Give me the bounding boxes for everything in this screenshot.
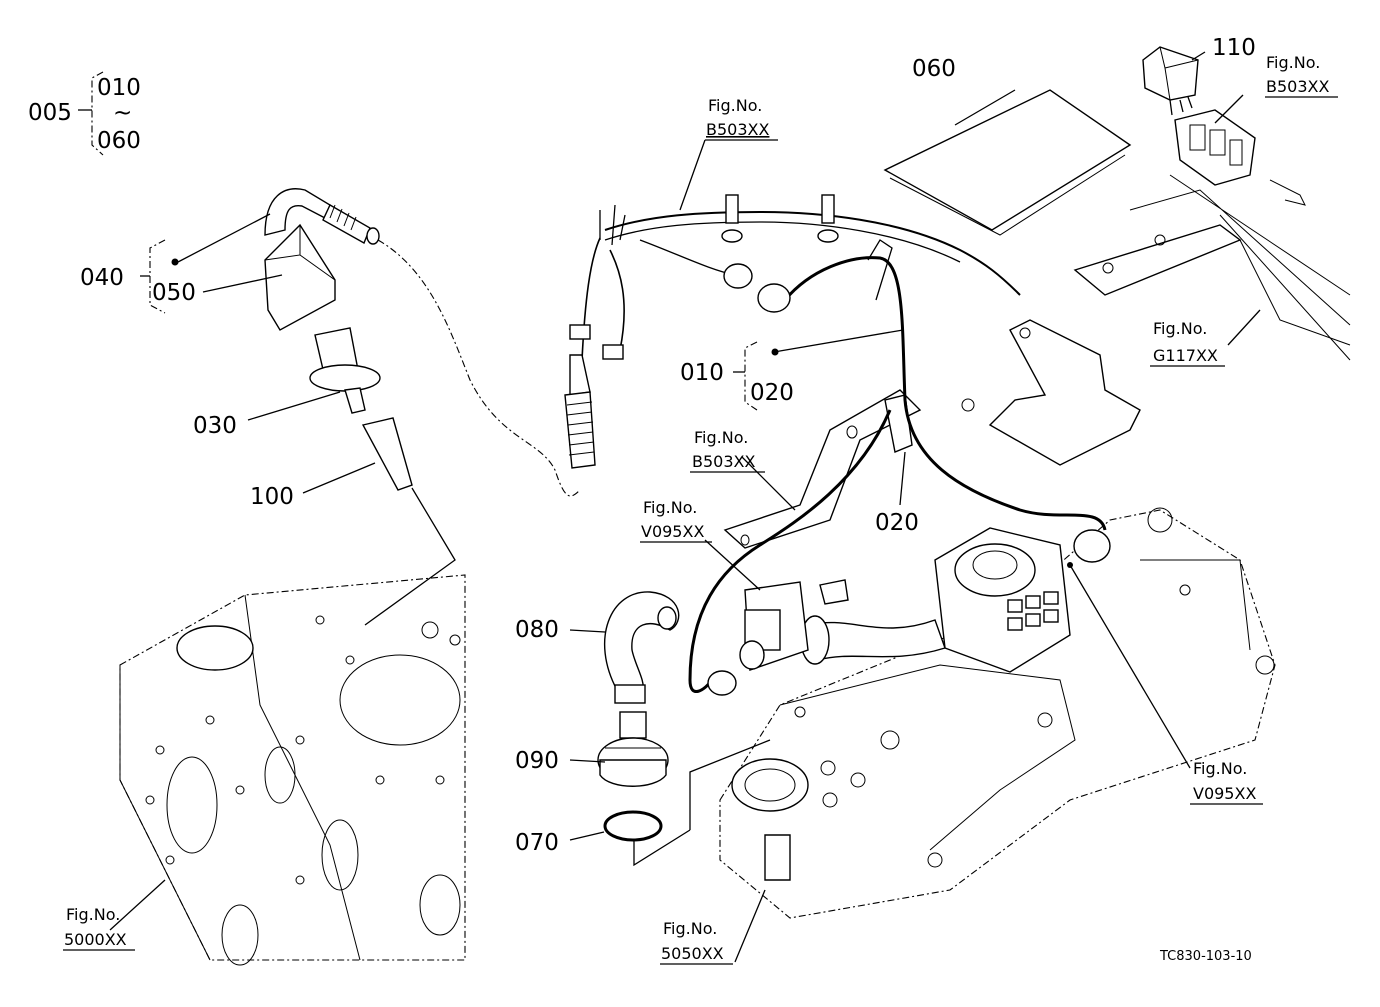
- thermostat-090: [597, 711, 669, 787]
- label-010: 010: [680, 360, 724, 386]
- sensor-wire: [688, 239, 1111, 696]
- sensor-module: [934, 527, 1071, 673]
- instruction-sheet-060: [883, 89, 1132, 236]
- fig-ref-b503xx-1[interactable]: B503XX: [706, 120, 769, 139]
- relay-socket: [1174, 109, 1256, 186]
- label-060: 060: [912, 56, 956, 82]
- fig-ref-b503xx-2[interactable]: B503XX: [1266, 77, 1329, 96]
- o-ring-070: [603, 810, 663, 842]
- fig-ref-label-6: Fig.No.: [1193, 759, 1247, 778]
- engine-block-drawing: [119, 574, 466, 966]
- thermostat-housing-drawing: [719, 507, 1276, 919]
- label-010-range-start: 010: [97, 75, 141, 101]
- relay-110: [1142, 46, 1199, 116]
- label-050: 050: [152, 280, 196, 306]
- label-030: 030: [193, 413, 237, 439]
- label-100: 100: [250, 484, 294, 510]
- label-tilde: ~: [113, 100, 132, 126]
- fig-ref-label-2: Fig.No.: [1266, 53, 1320, 72]
- fig-ref-label-4: Fig.No.: [1153, 319, 1207, 338]
- fig-ref-label-5: Fig.No.: [643, 498, 697, 517]
- drawing-code: TC830-103-10: [1159, 949, 1252, 964]
- group-brackets: [78, 71, 758, 411]
- label-040: 040: [80, 265, 124, 291]
- bracket-plate: [961, 319, 1141, 466]
- fig-ref-label-3: Fig.No.: [694, 428, 748, 447]
- label-020-group: 020: [750, 380, 794, 406]
- label-070: 070: [515, 830, 559, 856]
- frame-g117: [1073, 174, 1351, 361]
- wire-harness: [569, 194, 1021, 361]
- leader-lines: [109, 51, 1261, 963]
- fig-ref-label-1: Fig.No.: [708, 96, 762, 115]
- label-060-range-end: 060: [97, 128, 141, 154]
- label-020: 020: [875, 510, 919, 536]
- fig-ref-label-7: Fig.No.: [66, 905, 120, 924]
- fig-ref-g117xx[interactable]: G117XX: [1153, 346, 1218, 365]
- coolant-pipe: [739, 579, 946, 671]
- label-110: 110: [1212, 35, 1256, 61]
- label-080: 080: [515, 617, 559, 643]
- fig-ref-label-8: Fig.No.: [663, 919, 717, 938]
- hose-080: [603, 591, 680, 704]
- fig-ref-5000xx[interactable]: 5000XX: [64, 930, 127, 949]
- label-005: 005: [28, 100, 72, 126]
- fig-ref-v095xx-2[interactable]: V095XX: [1193, 784, 1256, 803]
- label-090: 090: [515, 748, 559, 774]
- fig-ref-5050xx[interactable]: 5050XX: [661, 944, 724, 963]
- fig-ref-b503xx-3[interactable]: B503XX: [692, 452, 755, 471]
- water-temp-wire: [264, 188, 596, 497]
- fig-ref-v095xx-1[interactable]: V095XX: [641, 522, 704, 541]
